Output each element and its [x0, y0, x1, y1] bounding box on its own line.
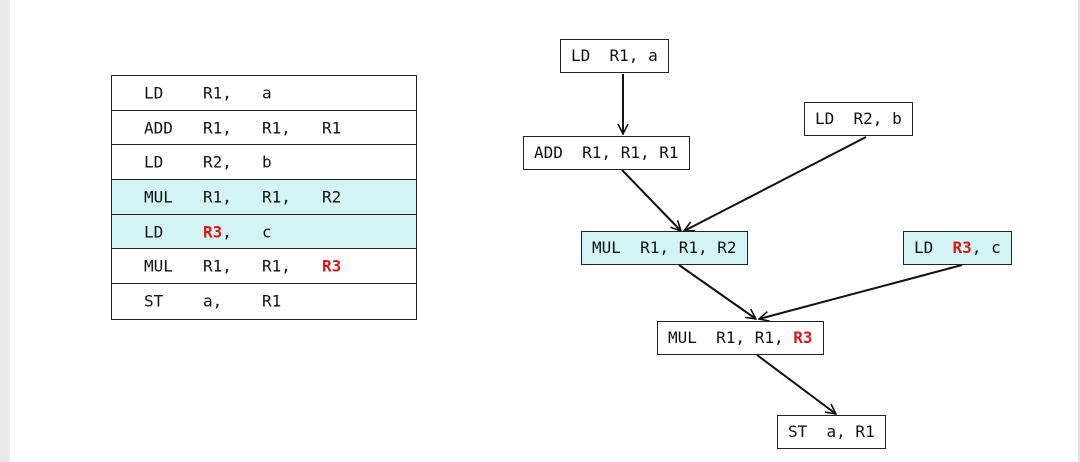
operand-2: c [262, 222, 272, 242]
operand-2: R1, [262, 118, 291, 138]
right-margin-strip [1078, 0, 1080, 462]
node-label: ADD R1, R1, R1 [534, 143, 679, 162]
instruction-table: LD R1, a ADD R1, R1, R1 LD R2, b MUL R1,… [111, 75, 417, 320]
operand-2: a [262, 83, 272, 103]
renamed-register: R3 [952, 238, 972, 257]
node-label-suffix: , c [971, 238, 1001, 257]
renamed-register: R3 [203, 222, 223, 242]
edge-mul1-to-mul2 [678, 264, 756, 319]
instruction-row-5-highlighted: LD R3, c [112, 214, 416, 250]
left-margin-strip [0, 0, 10, 462]
instruction-row-3: LD R2, b [112, 145, 416, 181]
edge-add-to-mul1 [621, 169, 681, 231]
renamed-register: R3 [793, 328, 813, 347]
opcode: MUL [144, 256, 173, 276]
edge-ld-r2-to-mul1 [684, 136, 867, 232]
dag-node-ld-r1-a: LD R1, a [560, 39, 669, 73]
node-label-prefix: MUL R1, R1, [668, 328, 794, 347]
instruction-row-2: ADD R1, R1, R1 [112, 111, 416, 146]
operand-1: R1, [203, 83, 232, 103]
instruction-row-7: ST a, R1 [112, 284, 416, 319]
operand-1: R1, [203, 118, 232, 138]
node-label: LD R2, b [815, 109, 902, 128]
dag-node-add: ADD R1, R1, R1 [523, 136, 690, 170]
dag-node-ld-r2-b: LD R2, b [804, 102, 913, 136]
renamed-register: R3 [322, 256, 342, 276]
operand-1: R2, [203, 152, 232, 172]
operand-2: R1, [262, 256, 291, 276]
node-label: MUL R1, R1, R2 [592, 238, 737, 257]
operand-3: R2 [322, 187, 342, 207]
operand-1: R1, [203, 187, 232, 207]
opcode: ADD [144, 118, 173, 138]
node-label-prefix: LD [914, 238, 953, 257]
dag-node-mul-r3: MUL R1, R1, R3 [657, 321, 824, 355]
opcode: LD [144, 222, 164, 242]
opcode: LD [144, 83, 164, 103]
dag-node-st-a: ST a, R1 [777, 415, 886, 449]
edge-mul2-to-st [756, 354, 836, 414]
opcode: MUL [144, 187, 173, 207]
operand-2: b [262, 152, 272, 172]
operand-2: R1 [262, 291, 282, 311]
opcode: LD [144, 152, 164, 172]
dag-node-mul-r2-highlighted: MUL R1, R1, R2 [581, 231, 748, 265]
operand-2: R1, [262, 187, 291, 207]
dag-node-ld-r3-c-highlighted: LD R3, c [903, 231, 1012, 265]
operand-3: R1 [322, 118, 342, 138]
instruction-row-6: MUL R1, R1, R3 [112, 249, 416, 285]
operand-separator: , [222, 222, 232, 242]
opcode: ST [144, 291, 164, 311]
node-label: ST a, R1 [788, 422, 875, 441]
instruction-row-1: LD R1, a [112, 76, 416, 111]
operand-1: R1, [203, 256, 232, 276]
edge-ld-r3-to-mul2 [759, 264, 963, 319]
operand-1: a, [203, 291, 223, 311]
operand-1: R3, [203, 222, 232, 241]
instruction-row-4-highlighted: MUL R1, R1, R2 [112, 180, 416, 215]
node-label: LD R1, a [571, 46, 658, 65]
